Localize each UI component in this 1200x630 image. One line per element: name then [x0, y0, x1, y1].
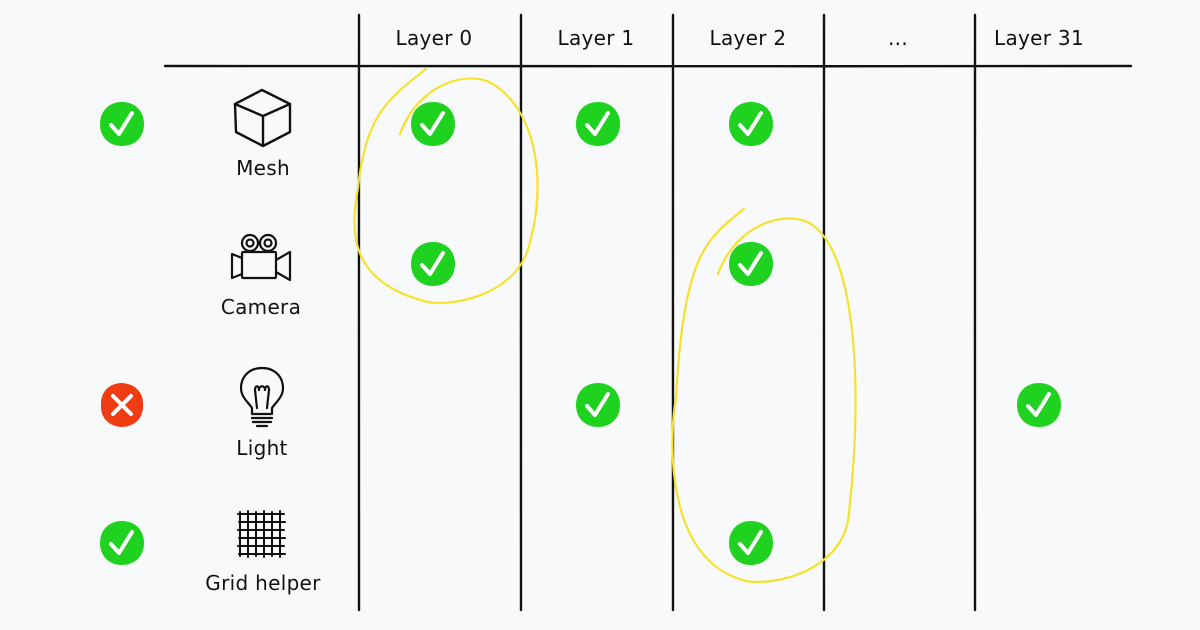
check-icon-camera-layer-col-2: [729, 242, 773, 286]
check-icon-light-layer-col-4: [1017, 383, 1061, 427]
column-header-layer-1: Layer 1: [557, 26, 635, 50]
row-label-camera: Camera: [220, 295, 302, 319]
column-header-ellipsis: ...: [888, 26, 908, 50]
column-divider-0: [357, 13, 361, 612]
highlight-loop-1: [671, 207, 857, 583]
light-bulb-icon: [239, 366, 285, 428]
highlight-loop-0: [353, 67, 539, 304]
status-check-icon-grid-helper: [100, 521, 144, 565]
check-icon-camera-layer-col-0: [411, 242, 455, 286]
header-divider: [163, 64, 1133, 68]
status-cross-icon-light: [100, 383, 144, 427]
row-label-grid-helper: Grid helper: [205, 571, 321, 595]
column-header-layer-0: Layer 0: [395, 26, 473, 50]
column-divider-1: [519, 13, 523, 612]
cube-icon: [233, 88, 292, 148]
check-icon-mesh-layer-col-1: [576, 102, 620, 146]
status-check-icon-mesh: [100, 102, 144, 146]
column-header-layer-31: Layer 31: [994, 26, 1084, 50]
movie-camera-icon: [230, 233, 292, 282]
column-divider-3: [822, 13, 826, 612]
column-divider-4: [973, 13, 977, 612]
row-label-light: Light: [236, 436, 288, 460]
check-icon-light-layer-col-1: [576, 383, 620, 427]
check-icon-mesh-layer-col-2: [729, 102, 773, 146]
column-header-layer-2: Layer 2: [709, 26, 787, 50]
column-divider-2: [671, 13, 675, 612]
check-icon-mesh-layer-col-0: [411, 102, 455, 146]
check-icon-grid-helper-layer-col-2: [729, 521, 773, 565]
grid-icon: [237, 510, 286, 558]
row-label-mesh: Mesh: [236, 156, 290, 180]
